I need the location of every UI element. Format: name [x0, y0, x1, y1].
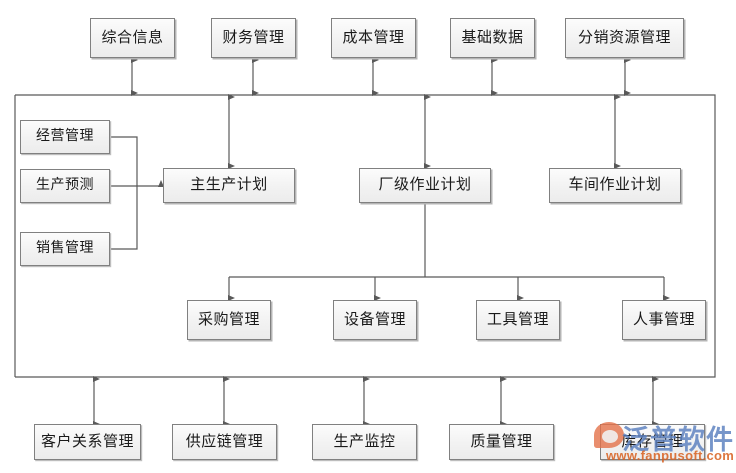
top-bus-connectors [131, 57, 631, 96]
node-label: 工具管理 [486, 311, 549, 328]
node-gongju-guanli[interactable]: 工具管理 [476, 300, 560, 340]
node-jichu-shuju[interactable]: 基础数据 [450, 18, 535, 58]
node-kehu-guanxi-guanli[interactable]: 客户关系管理 [34, 424, 141, 460]
node-label: 主生产计划 [190, 177, 268, 193]
node-label: 生产预测 [36, 178, 94, 193]
node-caiwu-guanli[interactable]: 财务管理 [211, 18, 296, 58]
node-shebei-guanli[interactable]: 设备管理 [333, 300, 417, 340]
node-label: 成本管理 [342, 29, 405, 46]
node-label: 人事管理 [632, 311, 695, 328]
node-label: 设备管理 [343, 311, 406, 328]
node-label: 质量管理 [470, 433, 533, 450]
bottom-bus-connectors [93, 376, 659, 427]
node-fenxiao-ziyuan-guanli[interactable]: 分销资源管理 [565, 18, 684, 58]
node-zhiliang-guanli[interactable]: 质量管理 [449, 424, 554, 460]
node-label: 财务管理 [222, 29, 285, 46]
node-renshi-guanli[interactable]: 人事管理 [622, 300, 706, 340]
node-label: 销售管理 [36, 241, 94, 256]
node-zhu-shengchan-jihua[interactable]: 主生产计划 [163, 168, 295, 203]
node-shengchan-yuce[interactable]: 生产预测 [20, 169, 110, 203]
node-jingying-guanli[interactable]: 经营管理 [20, 120, 110, 154]
inputs-to-master-plan-connector [110, 136, 164, 250]
node-chejian-zuoye-jihua[interactable]: 车间作业计划 [549, 168, 681, 203]
node-label: 综合信息 [101, 29, 164, 46]
plan-to-resource-connectors [228, 203, 670, 301]
node-label: 厂级作业计划 [378, 177, 472, 193]
node-shengchan-jiankong[interactable]: 生产监控 [312, 424, 417, 460]
node-label: 基础数据 [461, 29, 524, 46]
node-gongyinglian-guanli[interactable]: 供应链管理 [172, 424, 277, 460]
node-label: 经营管理 [36, 129, 94, 144]
node-kucun-guanli[interactable]: 库存管理 [600, 424, 705, 460]
node-label: 供应链管理 [185, 433, 264, 450]
node-chengben-guanli[interactable]: 成本管理 [331, 18, 416, 58]
node-label: 生产监控 [333, 433, 396, 450]
node-label: 采购管理 [197, 311, 260, 328]
bus-to-planning-connectors [228, 94, 621, 169]
node-label: 库存管理 [621, 433, 684, 450]
node-caigou-guanli[interactable]: 采购管理 [187, 300, 271, 340]
node-label: 分销资源管理 [577, 29, 671, 46]
node-changji-zuoye-jihua[interactable]: 厂级作业计划 [359, 168, 491, 203]
node-xiaoshou-guanli[interactable]: 销售管理 [20, 232, 110, 266]
node-zonghe-xinxi[interactable]: 综合信息 [90, 18, 175, 58]
node-label: 车间作业计划 [568, 177, 662, 193]
node-label: 客户关系管理 [40, 433, 134, 450]
